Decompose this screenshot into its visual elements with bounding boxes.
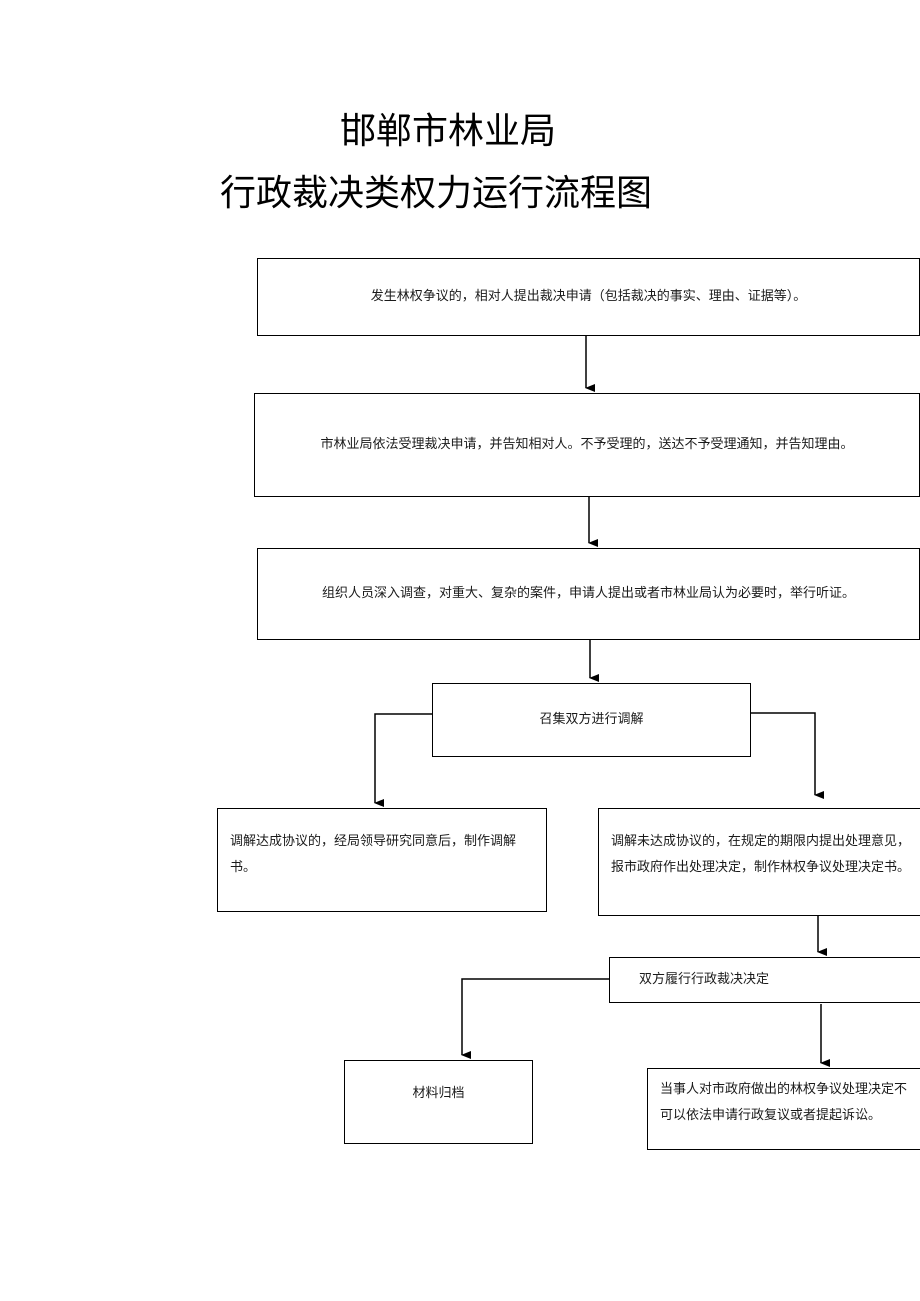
page-subtitle: 行政裁决类权力运行流程图 bbox=[220, 173, 653, 214]
page-title: 邯郸市林业局 bbox=[340, 111, 557, 152]
arrow-perform-to-archive bbox=[461, 978, 609, 1059]
step-accept: 市林业局依法受理裁决申请，并告知相对人。不予受理的，送达不予受理通知，并告知理由… bbox=[254, 393, 920, 497]
step-apply: 发生林权争议的，相对人提出裁决申请（包括裁决的事实、理由、证据等）。 bbox=[257, 258, 920, 336]
step-agreement-reached: 调解达成协议的，经局领导研究同意后，制作调解书。 bbox=[217, 808, 547, 912]
step-accept-text: 市林业局依法受理裁决申请，并告知相对人。不予受理的，送达不予受理通知，并告知理由… bbox=[320, 437, 854, 452]
arrow-mediate-to-no-agreement bbox=[751, 712, 824, 799]
step-investigate: 组织人员深入调查，对重大、复杂的案件，申请人提出或者市林业局认为必要时，举行听证… bbox=[257, 548, 920, 640]
step-archive-text: 材料归档 bbox=[412, 1086, 465, 1101]
step-investigate-text: 组织人员深入调查，对重大、复杂的案件，申请人提出或者市林业局认为必要时，举行听证… bbox=[321, 586, 855, 601]
step-no-agreement-text: 调解未达成协议的，在规定的期限内提出处理意见， 报市政府作出处理决定，制作林权争… bbox=[611, 834, 911, 875]
step-perform: 双方履行行政裁决决定 bbox=[609, 957, 920, 1003]
arrow-mediate-to-agreement bbox=[374, 713, 432, 807]
step-no-agreement: 调解未达成协议的，在规定的期限内提出处理意见， 报市政府作出处理决定，制作林权争… bbox=[598, 808, 920, 916]
step-apply-text: 发生林权争议的，相对人提出裁决申请（包括裁决的事实、理由、证据等）。 bbox=[370, 289, 807, 304]
step-mediate: 召集双方进行调解 bbox=[432, 683, 751, 757]
step-appeal: 当事人对市政府做出的林权争议处理决定不 可以依法申请行政复议或者提起诉讼。 bbox=[647, 1068, 920, 1150]
step-mediate-text: 召集双方进行调解 bbox=[539, 712, 644, 727]
step-agreement-reached-text: 调解达成协议的，经局领导研究同意后，制作调解书。 bbox=[230, 834, 517, 875]
step-appeal-text: 当事人对市政府做出的林权争议处理决定不 可以依法申请行政复议或者提起诉讼。 bbox=[660, 1082, 908, 1123]
step-perform-text: 双方履行行政裁决决定 bbox=[638, 972, 769, 987]
step-archive: 材料归档 bbox=[344, 1060, 533, 1144]
